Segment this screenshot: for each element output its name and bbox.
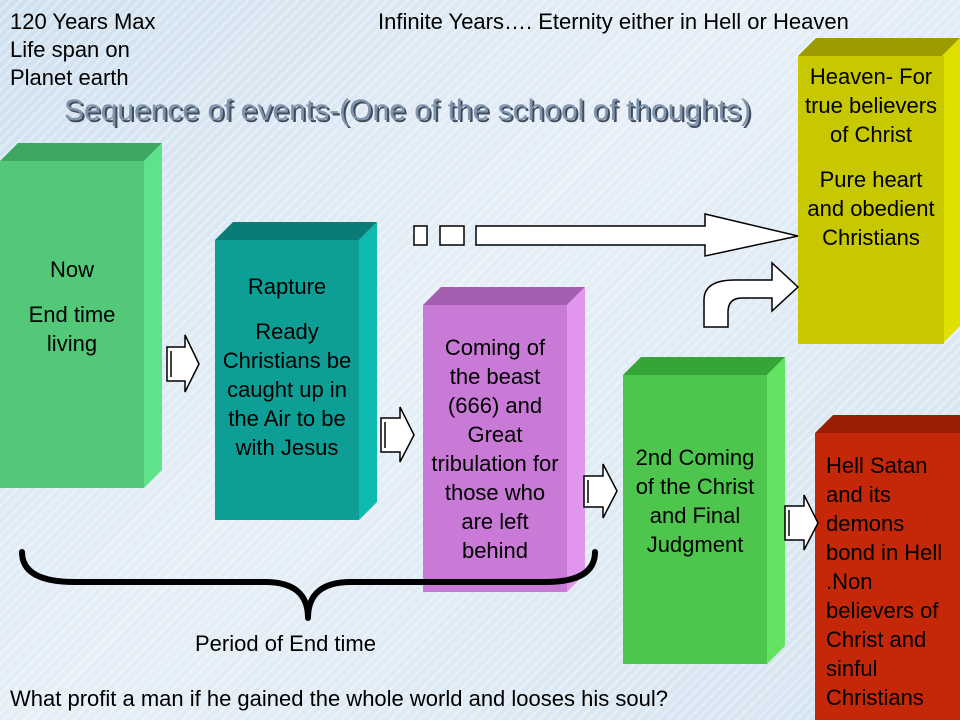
eternity-note: Infinite Years…. Eternity either in Hell… xyxy=(378,9,849,34)
box-heaven-heading: Heaven- For true believers of Christ xyxy=(804,64,938,147)
arrow-beast-to-second-coming-icon xyxy=(583,463,618,519)
box-rapture-text: Ready Christians be caught up in the Air… xyxy=(222,319,352,460)
slide-title: Sequence of events-(One of the school of… xyxy=(64,94,752,127)
arrow-to-heaven-icon xyxy=(475,213,799,257)
period-label: Period of End time xyxy=(195,631,376,656)
arrow-rapture-to-beast-icon xyxy=(380,406,415,463)
lifespan-note: 120 Years Max Life span on Planet earth xyxy=(10,8,210,92)
lifespan-line: Planet earth xyxy=(10,65,129,90)
box-hell: Hell Satan and its demons bond in Hell .… xyxy=(815,415,960,720)
period-brace xyxy=(19,549,598,621)
box-second-coming: 2nd Coming of the Christ and Final Judgm… xyxy=(623,357,785,664)
box-now-text: End time living xyxy=(28,302,116,356)
box-now-heading: Now xyxy=(49,257,94,282)
box-beast: Coming of the beast (666) and Great trib… xyxy=(423,287,585,592)
box-heaven-text: Pure heart and obedient Christians xyxy=(807,167,935,250)
arrow-now-to-rapture-icon xyxy=(166,334,200,393)
bottom-quote: What profit a man if he gained the whole… xyxy=(10,686,668,711)
dash-block-icon xyxy=(413,225,428,246)
box-hell-text: Hell Satan and its demons bond in Hell .… xyxy=(826,453,943,710)
box-rapture-heading: Rapture xyxy=(247,274,327,299)
lifespan-line: Life span on xyxy=(10,37,130,62)
arrow-second-coming-to-hell-icon xyxy=(784,494,819,551)
box-now: Now End time living xyxy=(0,143,162,488)
box-heaven: Heaven- For true believers of Christ Pur… xyxy=(798,38,960,344)
dash-block-icon xyxy=(439,225,465,246)
box-rapture: Rapture Ready Christians be caught up in… xyxy=(215,222,377,520)
lifespan-line: 120 Years Max xyxy=(10,9,156,34)
curved-arrow-icon xyxy=(703,261,800,328)
box-beast-text: Coming of the beast (666) and Great trib… xyxy=(431,334,559,563)
box-second-coming-text: 2nd Coming of the Christ and Final Judgm… xyxy=(635,445,755,557)
